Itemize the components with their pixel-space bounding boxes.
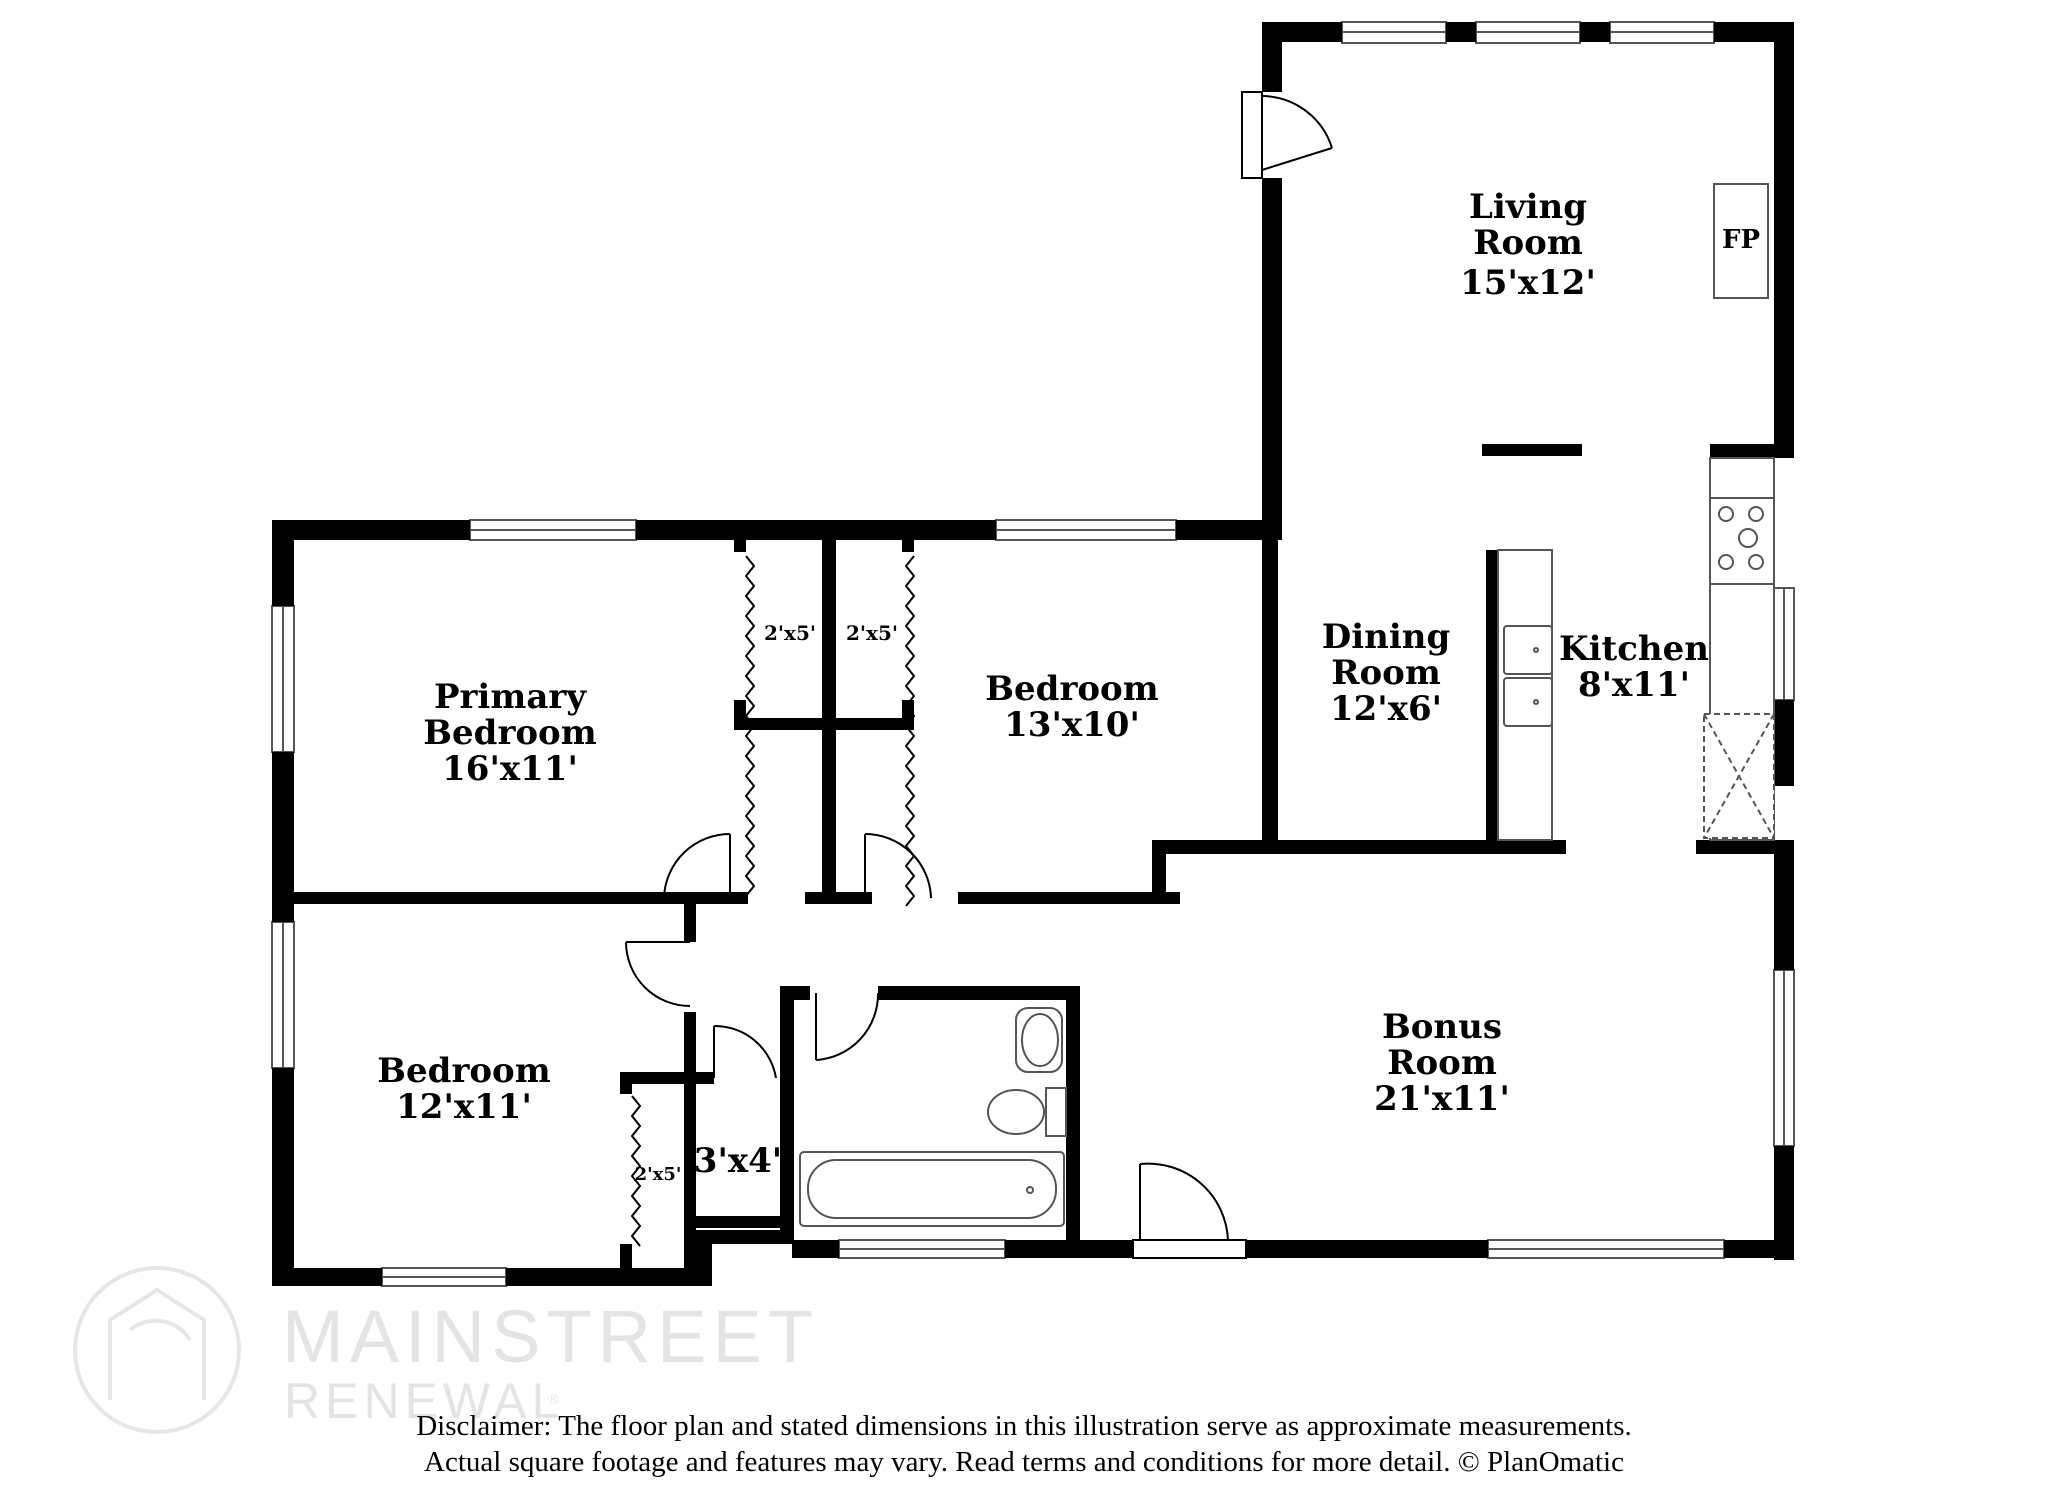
dining-room-name-1: Dining — [1322, 617, 1451, 657]
watermark-registered-mark: ® — [548, 1391, 559, 1407]
fireplace-label: FP — [1722, 225, 1760, 255]
hall-closet-size: 3'x4' — [694, 1141, 782, 1181]
primary-bedroom-size: 16'x11' — [442, 749, 578, 789]
window — [381, 1267, 507, 1287]
door — [663, 833, 731, 899]
kitchen-size: 8'x11' — [1578, 665, 1690, 705]
door — [1132, 1162, 1247, 1259]
window — [1487, 1239, 1725, 1259]
window — [1773, 587, 1795, 701]
watermark-logo-icon — [73, 1266, 241, 1434]
bedroom3-closet-size: 2'x5' — [635, 1164, 682, 1185]
watermark-text-1: MAINSTREET — [282, 1295, 819, 1378]
bonus-room-size: 21'x11' — [1374, 1079, 1510, 1119]
bedroom3-size: 12'x11' — [396, 1087, 532, 1127]
refrigerator-icon — [1703, 713, 1775, 839]
walls — [272, 22, 1794, 1286]
toilet-icon — [987, 1087, 1067, 1137]
bonus-room-name-2: Room — [1387, 1043, 1497, 1083]
bedroom3-name: Bedroom — [377, 1051, 550, 1091]
closet-bifold-doors — [630, 555, 916, 1247]
living-room-name-1: Living — [1469, 187, 1587, 227]
sink-icon — [1503, 625, 1553, 727]
disclaimer-line-2: Actual square footage and features may v… — [424, 1446, 1624, 1478]
stove-icon — [1718, 506, 1764, 570]
window — [1609, 21, 1715, 44]
sink-icon — [1015, 1007, 1063, 1073]
dining-room-name-2: Room — [1331, 653, 1441, 693]
disclaimer-line-1: Disclaimer: The floor plan and stated di… — [416, 1410, 1632, 1442]
window — [838, 1239, 1006, 1259]
window — [271, 605, 295, 753]
bedroom2-name: Bedroom — [985, 669, 1158, 709]
primary-bedroom-name-1: Primary — [434, 677, 587, 717]
window — [469, 519, 637, 541]
doors — [625, 91, 1333, 1259]
bathtub-icon — [799, 1151, 1065, 1227]
watermark-text-2: RENEWAL — [284, 1373, 564, 1429]
bedroom2-closet-size: 2'x5' — [846, 621, 898, 645]
window — [271, 921, 295, 1069]
dining-room-size: 12'x6' — [1330, 689, 1442, 729]
door — [815, 992, 880, 1061]
door — [625, 941, 691, 1007]
window — [1773, 969, 1795, 1147]
door — [713, 1024, 777, 1079]
closet-labels: 2'x5' 2'x5' 2'x5' — [635, 621, 898, 1185]
primary-closet-size: 2'x5' — [764, 621, 816, 645]
window — [1341, 21, 1447, 44]
window — [995, 519, 1177, 541]
room-labels: Living Room 15'x12' Dining Room 12'x6' K… — [377, 187, 1709, 1181]
living-room-name-2: Room — [1473, 223, 1583, 263]
primary-bedroom-name-2: Bedroom — [423, 713, 596, 753]
bonus-room-name-1: Bonus — [1382, 1007, 1502, 1047]
fireplace: FP — [1713, 183, 1769, 299]
kitchen-counter — [1497, 457, 1775, 841]
bedroom2-size: 13'x10' — [1004, 705, 1140, 745]
window — [1475, 21, 1581, 44]
door — [1241, 91, 1333, 179]
watermark: MAINSTREET RENEWAL ® — [73, 1266, 819, 1434]
door — [864, 833, 932, 899]
living-room-size: 15'x12' — [1460, 263, 1596, 303]
kitchen-name: Kitchen — [1559, 629, 1709, 669]
bathroom-fixtures — [799, 1007, 1067, 1227]
